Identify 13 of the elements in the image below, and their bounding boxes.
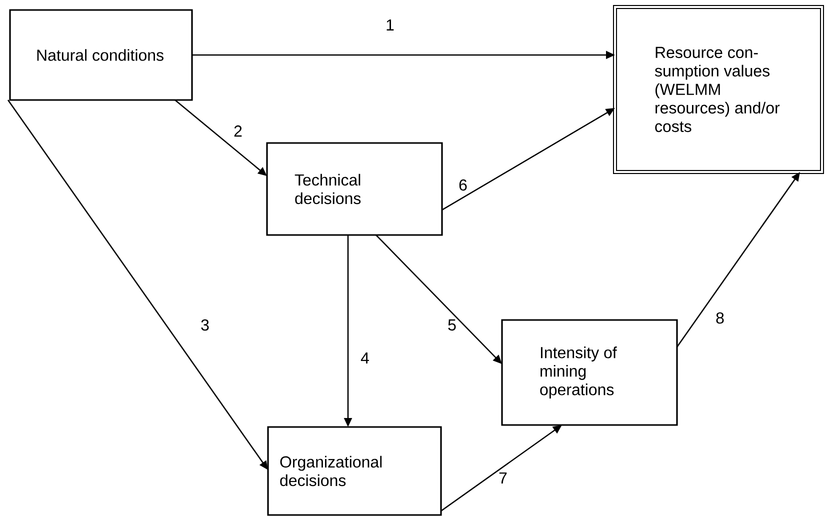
edge-label: 1 [386,20,394,30]
edge-label: 2 [234,125,242,137]
edge-label: 7 [499,472,507,484]
process-box: Intensity of mining operations [501,319,678,426]
edge-label: 8 [716,312,724,324]
edge-label: 6 [459,179,467,191]
edge-label: 5 [448,319,456,331]
edge-label: 3 [201,319,209,331]
process-box: Organizational decisions [267,426,442,516]
edge-label: 4 [360,352,369,364]
process-box: Resource con- sumption values (WELMM resources) and/or costs [613,5,824,174]
process-box: Technical decisions [266,142,443,236]
process-box: Natural conditions [9,9,193,101]
